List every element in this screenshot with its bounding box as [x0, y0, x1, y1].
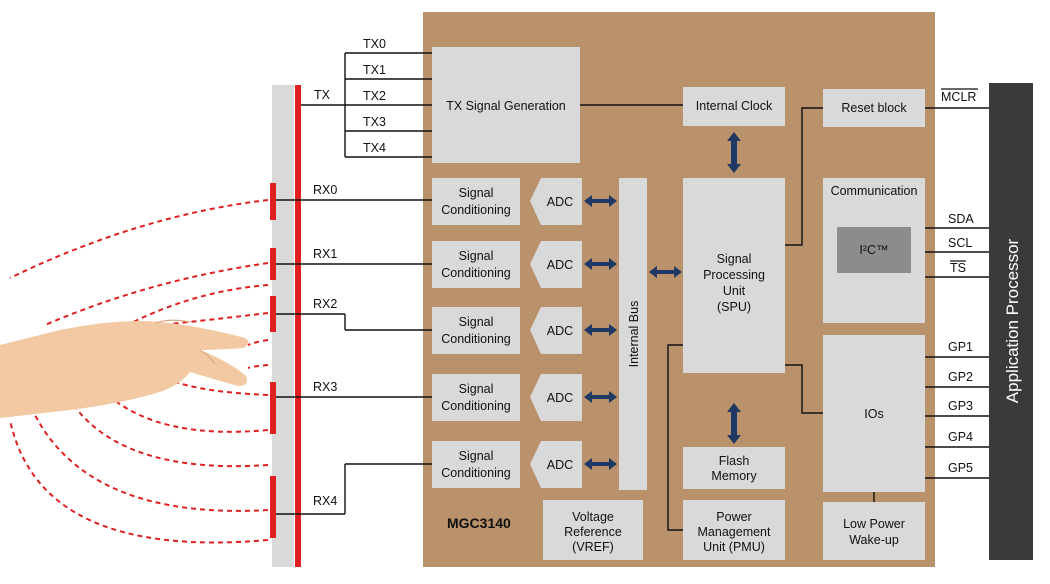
tx1-label: TX1 — [363, 63, 386, 77]
tx-signal-generation-block — [432, 47, 580, 163]
signal-conditioning-1 — [432, 241, 520, 288]
reset-block — [823, 89, 925, 127]
rx0-electrode — [270, 183, 276, 220]
rx1-label: RX1 — [313, 247, 337, 261]
spu-line2: Processing — [703, 268, 765, 282]
rx2-label: RX2 — [313, 297, 337, 311]
rx3-electrode — [270, 382, 276, 434]
signal-conditioning-4-line1: Signal — [459, 449, 494, 463]
signal-conditioning-0-line1: Signal — [459, 186, 494, 200]
hand-illustration — [0, 319, 249, 418]
signal-conditioning-4-line2: Conditioning — [441, 466, 511, 480]
rx-wiring — [276, 199, 432, 515]
ios-label: IOs — [864, 407, 883, 421]
pmu-line3: Unit (PMU) — [703, 540, 765, 554]
gp3-pin-label: GP3 — [948, 399, 973, 413]
rx4-electrode — [270, 476, 276, 538]
internal-bus — [619, 178, 647, 490]
gp1-pin-label: GP1 — [948, 340, 973, 354]
electrode-panel — [272, 85, 294, 567]
spu-flash-arrow — [727, 403, 741, 444]
pmu-line1: Power — [716, 510, 751, 524]
internal-bus-label: Internal Bus — [627, 301, 641, 368]
pmu-spu-wire — [667, 344, 683, 531]
spu-reset-wire — [785, 107, 823, 246]
pmu-line2: Management — [698, 525, 771, 539]
rx3-label: RX3 — [313, 380, 337, 394]
spu-ios-wire — [785, 364, 823, 414]
tx-wiring — [301, 52, 432, 158]
gp2-pin-label: GP2 — [948, 370, 973, 384]
application-processor — [989, 83, 1033, 560]
rx4-label: RX4 — [313, 494, 337, 508]
reset-block-label: Reset block — [841, 101, 907, 115]
i2c-label: I²C™ — [859, 243, 888, 257]
adc-2-label: ADC — [547, 324, 573, 338]
adc-1-label: ADC — [547, 258, 573, 272]
adc-0-label: ADC — [547, 195, 573, 209]
lpw-line1: Low Power — [843, 517, 905, 531]
tx-electrode — [295, 85, 301, 567]
signal-conditioning-3-line2: Conditioning — [441, 399, 511, 413]
bus-spu-arrow — [649, 266, 682, 278]
signal-conditioning-0 — [432, 178, 520, 225]
adc-2 — [530, 307, 582, 354]
signal-conditioning-1-line2: Conditioning — [441, 266, 511, 280]
sda-pin-label: SDA — [948, 212, 974, 226]
signal-conditioning-1-line1: Signal — [459, 249, 494, 263]
adc-bus-arrows — [584, 195, 617, 470]
internal-clock-block — [683, 87, 785, 126]
signal-conditioning-3-line1: Signal — [459, 382, 494, 396]
mclr-pin-label: MCLR — [941, 90, 976, 104]
rx1-electrode — [270, 248, 276, 280]
gp4-pin-label: GP4 — [948, 430, 973, 444]
tx-bus-label: TX — [314, 88, 331, 102]
adc-3-label: ADC — [547, 391, 573, 405]
gp5-pin-label: GP5 — [948, 461, 973, 475]
tx0-label: TX0 — [363, 37, 386, 51]
ts-pin-label: TS — [950, 261, 966, 275]
internal-clock-label: Internal Clock — [696, 99, 773, 113]
application-processor-label: Application Processor — [1003, 238, 1022, 403]
signal-conditioning-4 — [432, 441, 520, 488]
adc-1 — [530, 241, 582, 288]
spu-line3: Unit — [723, 284, 746, 298]
signal-conditioning-3 — [432, 374, 520, 421]
vref-line2: Reference — [564, 525, 622, 539]
adc-3 — [530, 374, 582, 421]
tx3-label: TX3 — [363, 115, 386, 129]
signal-conditioning-2-line2: Conditioning — [441, 332, 511, 346]
scl-pin-label: SCL — [948, 236, 972, 250]
i2c-block — [837, 227, 911, 273]
flash-memory-block — [683, 447, 785, 489]
lpw-line2: Wake-up — [849, 533, 899, 547]
spu-line1: Signal — [717, 252, 752, 266]
signal-conditioning-2-line1: Signal — [459, 315, 494, 329]
tx4-label: TX4 — [363, 141, 386, 155]
low-power-wakeup-block — [823, 502, 925, 560]
pmu-block — [683, 500, 785, 560]
chip-name: MGC3140 — [447, 515, 511, 531]
adc-0 — [530, 178, 582, 225]
spu-block — [683, 178, 785, 373]
flash-line2: Memory — [711, 469, 757, 483]
communication-title: Communication — [831, 184, 918, 198]
rx2-electrode — [270, 296, 276, 332]
rx0-label: RX0 — [313, 183, 337, 197]
adc-4-label: ADC — [547, 458, 573, 472]
vref-line1: Voltage — [572, 510, 614, 524]
vref-line3: (VREF) — [572, 540, 614, 554]
signal-conditioning-0-line2: Conditioning — [441, 203, 511, 217]
flash-line1: Flash — [719, 454, 750, 468]
ios-block — [823, 335, 925, 492]
signal-conditioning-2 — [432, 307, 520, 354]
vref-block — [543, 500, 643, 560]
adc-4 — [530, 441, 582, 488]
spu-line4: (SPU) — [717, 300, 751, 314]
clock-spu-arrow — [727, 132, 741, 173]
tx-signal-generation-label: TX Signal Generation — [446, 99, 566, 113]
tx2-label: TX2 — [363, 89, 386, 103]
